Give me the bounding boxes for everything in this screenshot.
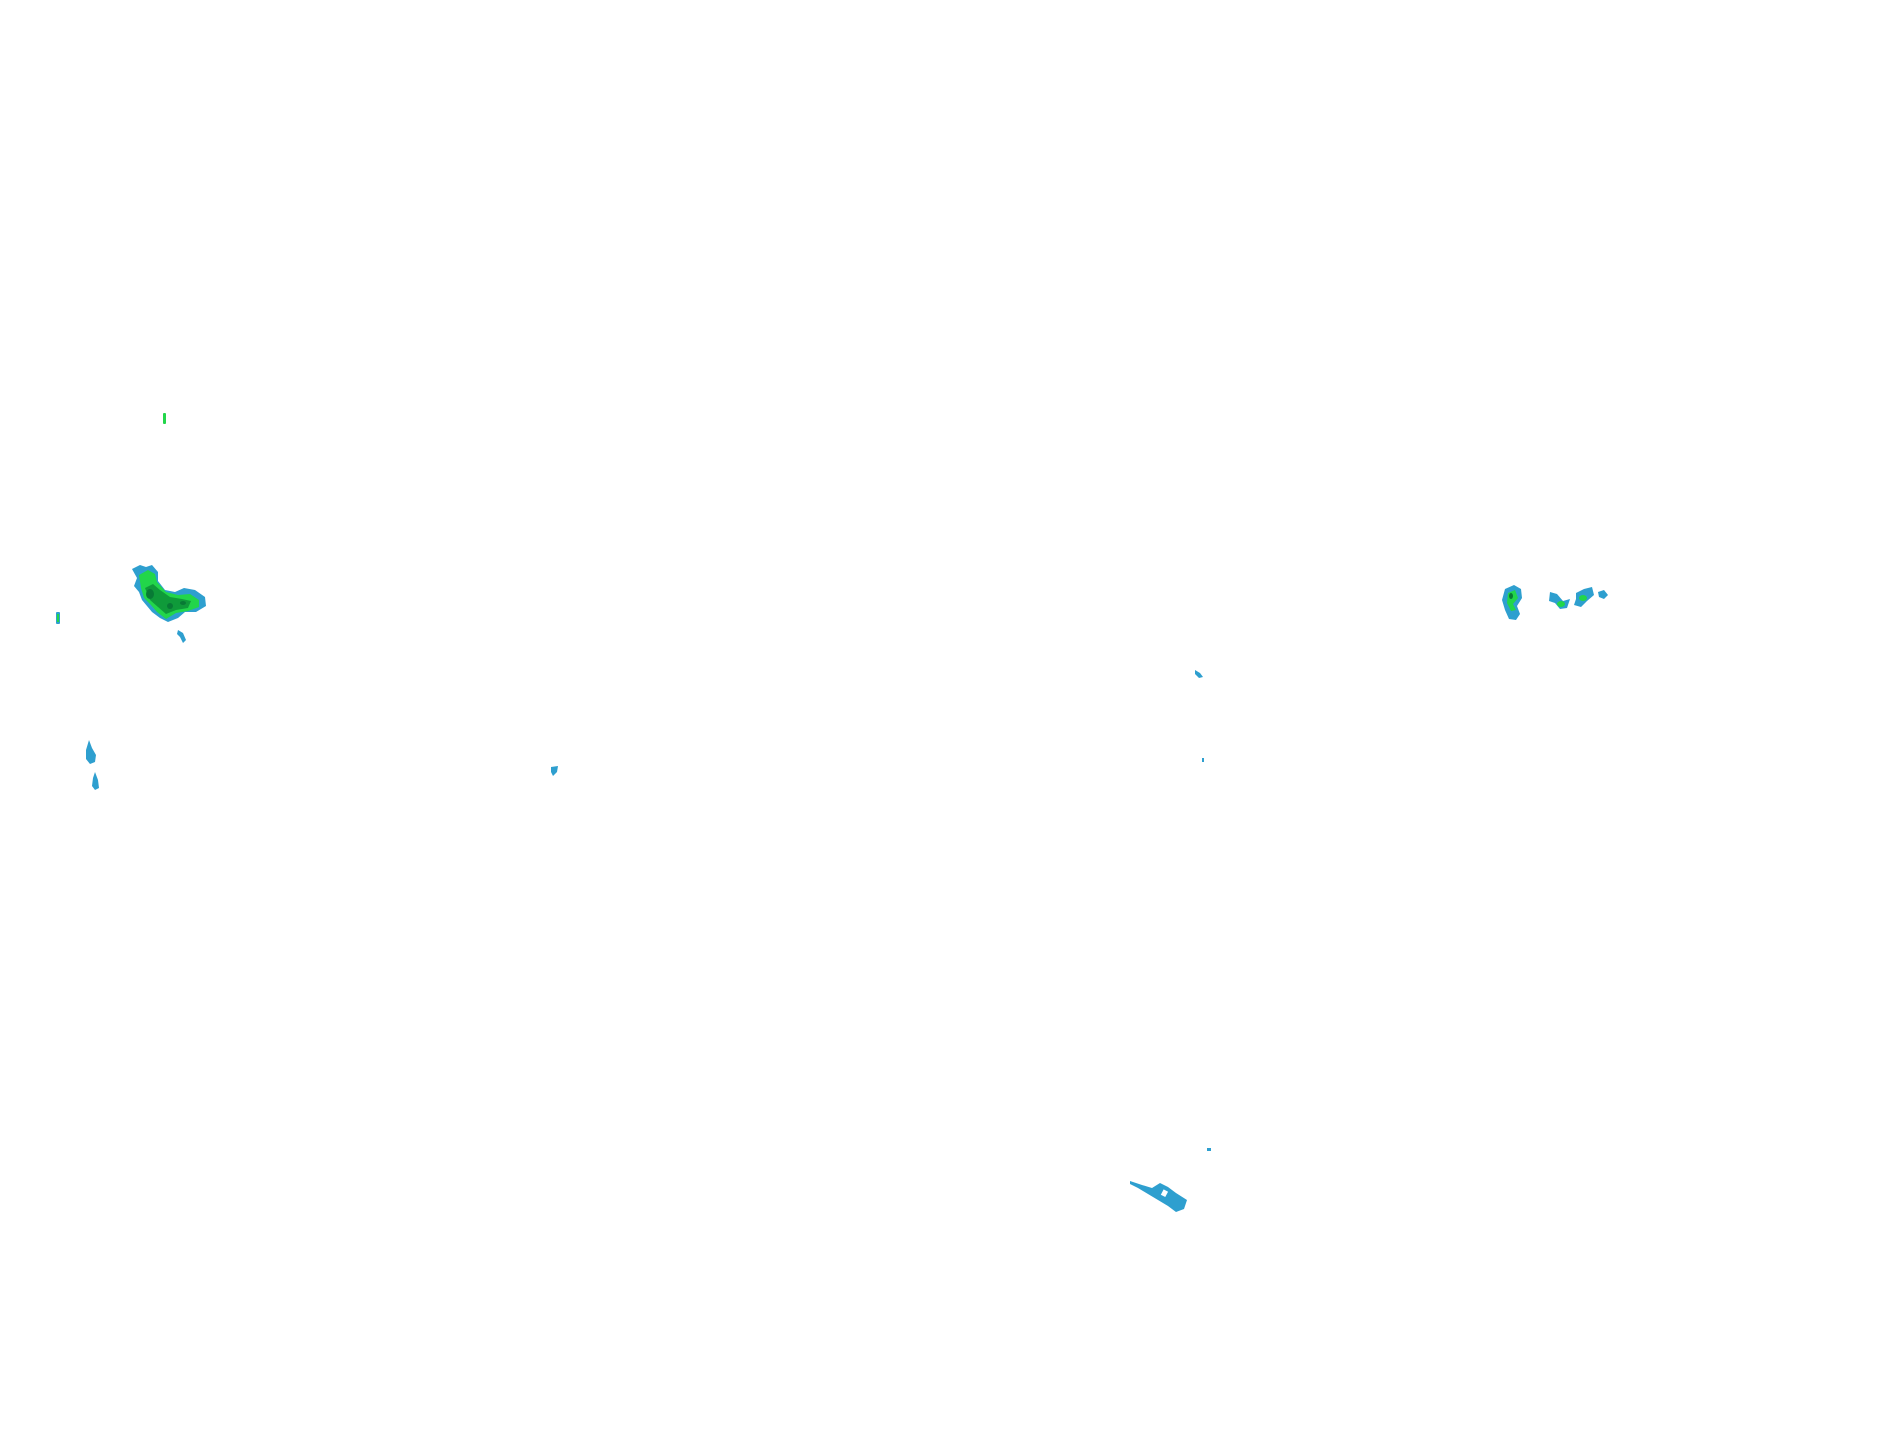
- precip-cell-east-1: [1502, 585, 1522, 620]
- precip-echo-southwest-2: [92, 772, 99, 790]
- precip-band-south: [1130, 1181, 1187, 1212]
- precip-echo-south-dot: [1207, 1148, 1211, 1151]
- precip-echo-far-west: [56, 612, 60, 624]
- precip-echo-center-east-1: [1195, 670, 1203, 678]
- precip-cell-east-3: [1574, 587, 1594, 607]
- precip-echo-tail: [177, 630, 186, 643]
- precip-echo-streak: [163, 413, 166, 424]
- precip-cell-west-main: [132, 565, 206, 622]
- precip-cell-east-2: [1549, 592, 1570, 609]
- precip-echo-center-east-2: [1202, 758, 1204, 762]
- precip-cell-east-4: [1598, 590, 1608, 599]
- precip-echo-southwest-1: [86, 740, 96, 764]
- precip-echo-center: [551, 766, 558, 776]
